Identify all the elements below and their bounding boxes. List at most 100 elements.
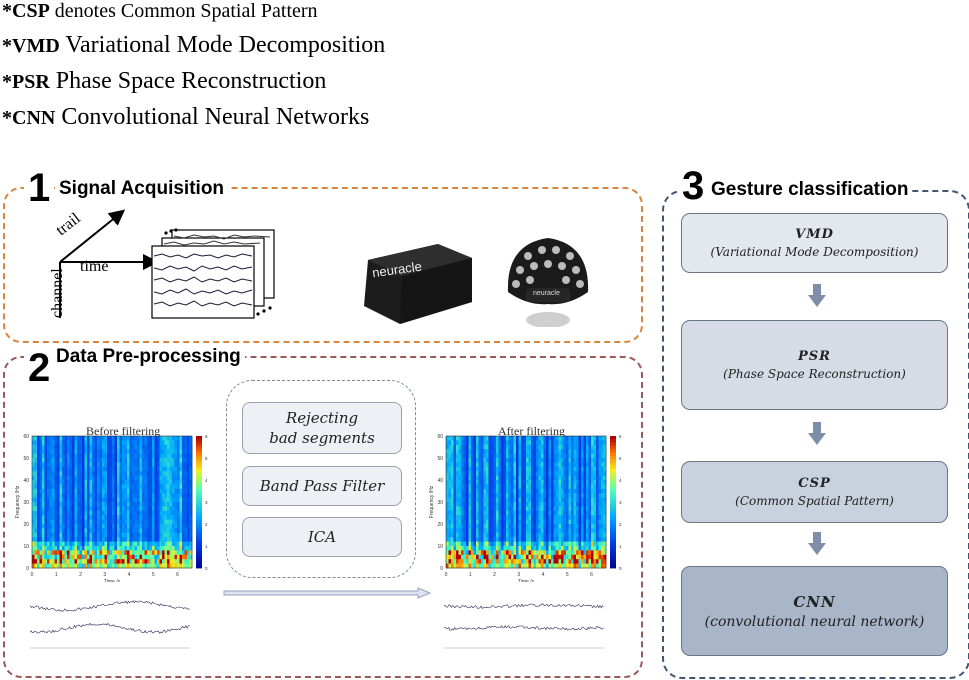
x-tick-label: 0 — [31, 572, 34, 578]
y-tick-label: 20 — [23, 522, 29, 528]
colorbar — [610, 436, 616, 569]
abbr-csp: *CSP denotes Common Spatial Pattern — [2, 0, 318, 23]
x-tick-label: 2 — [493, 572, 496, 578]
step-title: VMD — [795, 227, 834, 242]
eeg-trace-line — [30, 600, 190, 612]
colorbar — [196, 436, 202, 569]
step-title: PSR — [798, 349, 831, 364]
abbr-text: Phase Space Reconstruction — [49, 68, 327, 94]
before-filtering-trace — [30, 600, 190, 649]
signal-acquisition-title: Signal Acquisition — [55, 178, 229, 200]
y-tick-label: 20 — [437, 522, 443, 528]
x-axis-label: Time /s — [104, 579, 121, 582]
step-label: ICA — [307, 528, 337, 546]
y-axis-label: Frequency /Hz — [429, 485, 435, 518]
y-tick-label: 40 — [23, 478, 29, 484]
abbr-cnn: *CNN Convolutional Neural Networks — [2, 104, 369, 131]
colorbar-tick-label: 5 — [205, 456, 208, 461]
colorbar-tick-label: 2 — [205, 522, 208, 527]
y-tick-label: 10 — [437, 544, 443, 550]
x-tick-label: 5 — [566, 572, 569, 578]
section-number-2: 2 — [24, 348, 55, 388]
step-label: Band Pass Filter — [259, 477, 385, 495]
colorbar-tick-label: 4 — [205, 478, 208, 483]
y-tick-label: 50 — [23, 456, 29, 462]
y-tick-label: 50 — [437, 456, 443, 462]
colorbar-tick-label: 6 — [619, 434, 622, 439]
x-tick-label: 3 — [517, 572, 520, 578]
arrow-vmd-to-psr — [808, 284, 826, 307]
y-tick-label: 60 — [23, 434, 29, 440]
after-filtering-trace — [444, 603, 604, 649]
x-tick-label: 6 — [590, 572, 593, 578]
colorbar-tick-label: 5 — [619, 456, 622, 461]
y-tick-label: 40 — [437, 478, 443, 484]
abbr-key: *VMD — [2, 35, 60, 57]
arrow-csp-to-cnn — [808, 532, 826, 555]
rejecting-bad-segments-step: Rejecting bad segments — [242, 402, 402, 454]
abbr-key: *CSP — [2, 0, 50, 22]
colorbar-tick-label: 3 — [619, 500, 622, 505]
gesture-classification-title: Gesture classification — [707, 179, 913, 201]
x-tick-label: 1 — [469, 572, 472, 578]
colorbar-tick-label: 4 — [619, 478, 622, 483]
step-subtitle: (Common Spatial Pattern) — [735, 494, 894, 508]
cap-brand-label: neuracle — [533, 290, 560, 297]
vmd-step: VMD (Variational Mode Decomposition) — [681, 213, 948, 273]
y-tick-label: 0 — [26, 566, 29, 572]
eeg-signal-sheets — [151, 228, 275, 319]
csp-step: CSP (Common Spatial Pattern) — [681, 461, 948, 523]
amplifier-device — [364, 244, 472, 324]
colorbar-tick-label: 1 — [205, 544, 208, 549]
after-filtering-title: After filtering — [498, 424, 565, 438]
before-filtering-title: Before filtering — [86, 424, 161, 438]
colorbar-tick-label: 0 — [619, 566, 622, 571]
x-axis-label: Time /s — [518, 579, 535, 582]
data-preprocessing-title: Data Pre-processing — [52, 346, 245, 368]
spectrogram-cells — [446, 436, 607, 569]
abbr-text: Variational Mode Decomposition — [59, 32, 386, 58]
abbr-key: *PSR — [2, 71, 50, 93]
colorbar-tick-label: 0 — [205, 566, 208, 571]
step-title: CSP — [798, 476, 831, 491]
colorbar-tick-label: 3 — [205, 500, 208, 505]
x-tick-label: 3 — [103, 572, 106, 578]
psr-step: PSR (Phase Space Reconstruction) — [681, 320, 948, 410]
eeg-trace-line — [30, 622, 190, 634]
section-number-3: 3 — [678, 166, 709, 206]
step-line: Rejecting — [285, 409, 359, 427]
x-tick-label: 0 — [445, 572, 448, 578]
arrow-psr-to-csp — [808, 422, 826, 445]
step-subtitle: (convolutional neural network) — [704, 613, 925, 630]
colorbar-tick-label: 1 — [619, 544, 622, 549]
eeg-trace-line — [444, 603, 604, 609]
step-subtitle: (Phase Space Reconstruction) — [723, 367, 906, 381]
step-line: bad segments — [269, 429, 375, 447]
x-tick-label: 4 — [128, 572, 131, 578]
ica-step: ICA — [242, 517, 402, 557]
x-tick-label: 1 — [55, 572, 58, 578]
axis-channel-label: channel — [49, 268, 66, 318]
flow-arrow-right — [223, 587, 432, 599]
y-tick-label: 60 — [437, 434, 443, 440]
colorbar-tick-label: 2 — [619, 522, 622, 527]
y-tick-label: 30 — [23, 500, 29, 506]
abbr-vmd: *VMD Variational Mode Decomposition — [2, 32, 385, 59]
axis-time-label: time — [80, 258, 109, 275]
signal-acquisition-panel — [3, 187, 643, 343]
abbr-key: *CNN — [2, 107, 56, 129]
step-subtitle: (Variational Mode Decomposition) — [710, 245, 919, 259]
abbr-text: Convolutional Neural Networks — [55, 104, 370, 130]
spectrogram-frame — [445, 435, 607, 569]
y-tick-label: 30 — [437, 500, 443, 506]
x-tick-label: 2 — [79, 572, 82, 578]
eeg-trace-line — [444, 625, 604, 631]
band-pass-filter-step: Band Pass Filter — [242, 466, 402, 506]
abbr-psr: *PSR Phase Space Reconstruction — [2, 68, 326, 95]
data-preprocessing-panel — [3, 356, 643, 678]
x-tick-label: 6 — [176, 572, 179, 578]
x-tick-label: 5 — [152, 572, 155, 578]
y-tick-label: 10 — [23, 544, 29, 550]
